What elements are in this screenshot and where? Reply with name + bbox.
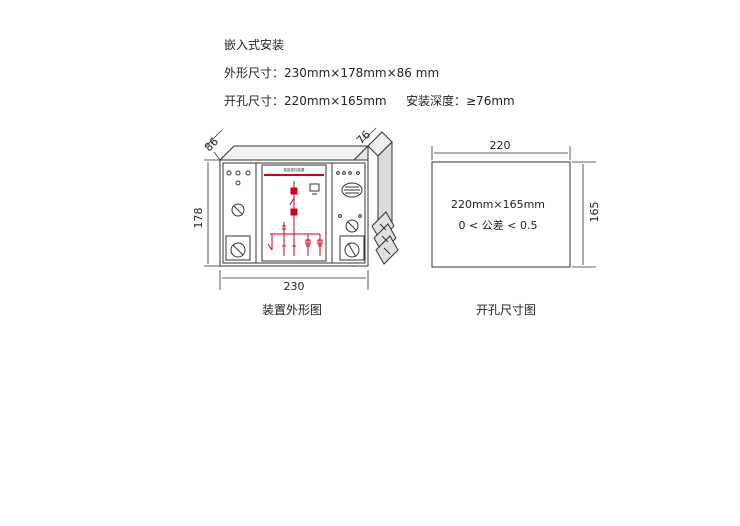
dim-height: 178 bbox=[192, 208, 205, 229]
single-line-diagram bbox=[267, 181, 323, 256]
monitor-icon bbox=[309, 183, 320, 192]
panel-title: 智能操控装置 bbox=[284, 167, 305, 172]
spec-install-depth: 安装深度：≥76mm bbox=[406, 94, 515, 108]
spec-title: 嵌入式安装 bbox=[224, 38, 285, 52]
cutout-rectangle bbox=[431, 161, 571, 268]
right-rotary-switch bbox=[339, 235, 365, 261]
spec-outline-size: 外形尺寸：230mm×178mm×86 mm bbox=[224, 66, 440, 80]
caption-cutout: 开孔尺寸图 bbox=[476, 303, 537, 317]
cutout-dim-height: 165 bbox=[588, 202, 601, 223]
cutout-dim-width: 220 bbox=[490, 139, 511, 152]
dim-depth-top: 86 bbox=[202, 135, 221, 154]
center-display bbox=[261, 164, 327, 262]
dim-width: 230 bbox=[284, 280, 305, 293]
terminal-block bbox=[371, 211, 399, 265]
caption-device-outline: 装置外形图 bbox=[262, 303, 323, 317]
left-rotary-switch bbox=[225, 235, 251, 261]
device-top-face bbox=[218, 145, 370, 161]
device-front-bezel bbox=[222, 162, 366, 264]
left-dimension-lines bbox=[204, 127, 377, 290]
cutout-size-text: 220mm×165mm bbox=[451, 198, 545, 211]
left-selector-knob bbox=[231, 203, 245, 217]
cutout-figure bbox=[431, 146, 596, 268]
right-selector-knob bbox=[345, 219, 359, 233]
cutout-tolerance-text: 0 < 公差 < 0.5 bbox=[459, 218, 538, 232]
sensor-grille bbox=[341, 182, 363, 198]
spec-cutout-size: 开孔尺寸：220mm×165mm bbox=[224, 94, 387, 108]
